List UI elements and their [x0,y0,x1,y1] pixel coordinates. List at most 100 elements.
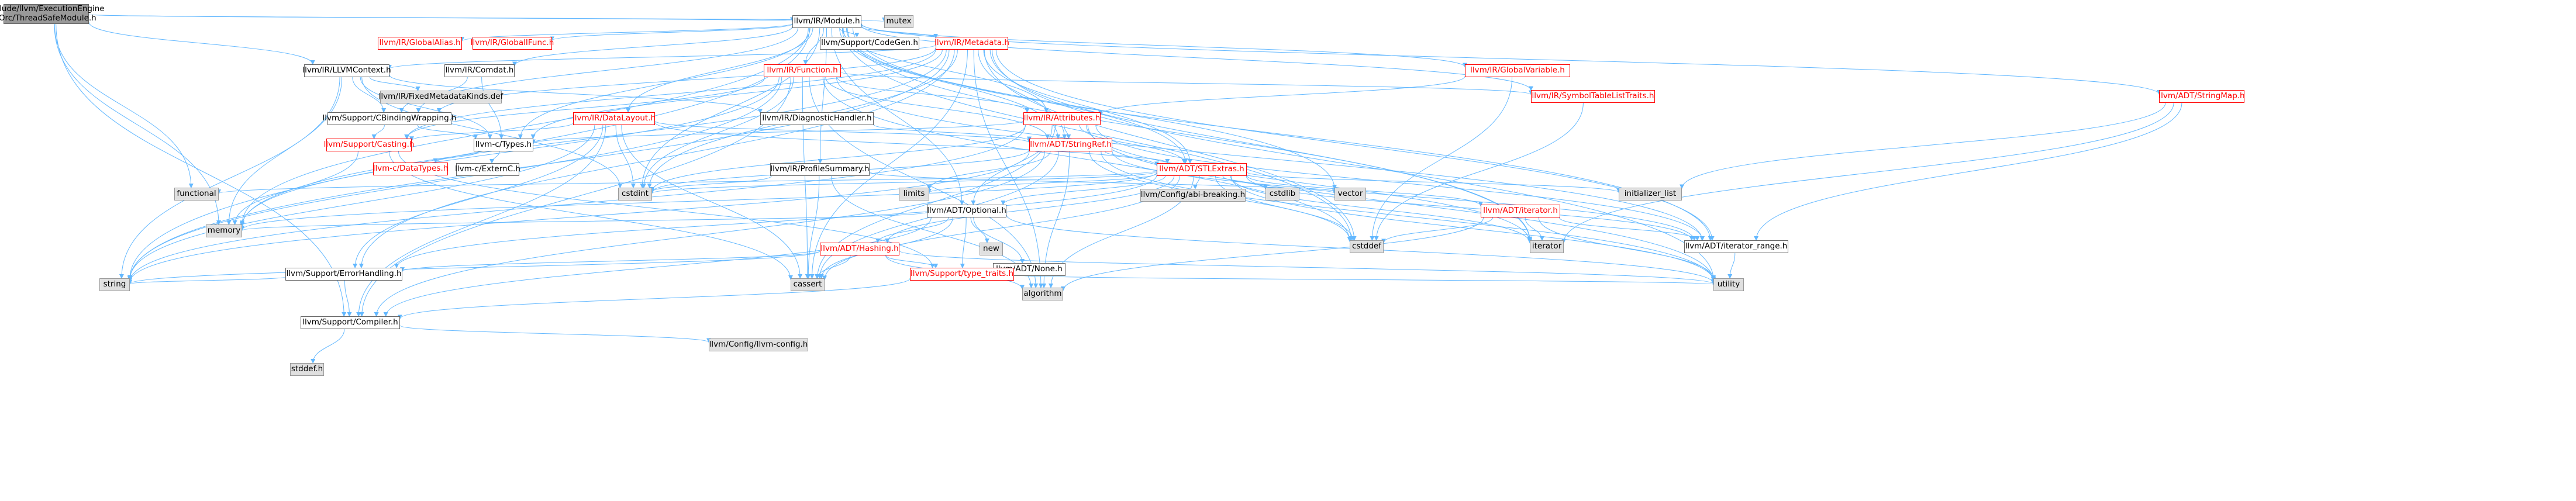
node-label: utility [1717,279,1740,289]
edge-llvmcontext-to-memory [226,77,343,225]
node-label: llvm/Config/llvm-config.h [709,340,808,350]
edge-root-to-compiler [56,23,347,317]
edge-attributes-to-stringref [1064,125,1071,139]
node-label: stddef.h [291,364,323,374]
node-optional[interactable]: llvm/ADT/Optional.h [927,205,1006,217]
edge-optional-to-hashing [875,217,949,243]
node-metadata[interactable]: llvm/IR/Metadata.h [934,37,1009,50]
node-stringref[interactable]: llvm/ADT/StringRef.h [1029,139,1112,151]
node-label: initializer_list [1624,189,1677,199]
edge-metadata-to-iterrange [995,49,1715,241]
node-hashing[interactable]: llvm/ADT/Hashing.h [820,243,899,255]
node-label: functional [177,189,216,199]
edge-stlextras-to-errorhandling [394,175,1157,268]
node-globalvariable[interactable]: llvm/IR/GlobalVariable.h [1465,64,1570,77]
node-label: llvm/Support/Casting.h [323,140,415,150]
edge-function-to-casting [404,77,765,139]
node-cbinding[interactable]: llvm/Support/CBindingWrapping.h [323,112,457,125]
edge-metadata-to-utility [992,49,1716,281]
node-label: llvm/IR/GlobalAlias.h [379,38,461,48]
edge-stlextras-to-functional [216,170,1157,195]
node-globalifunc[interactable]: llvm/IR/GlobalIFunc.h [471,37,554,50]
edge-module-to-profilesummary [818,27,827,164]
edge-function-to-string [127,77,782,281]
node-externc[interactable]: llvm-c/ExternC.h [455,163,520,176]
node-cstdlib: cstdlib [1265,188,1299,201]
edge-module-to-ctypes [518,27,811,139]
edge-iteratorh-to-iterator [1525,217,1544,241]
edge-function-to-cstddef [822,77,1352,242]
edge-function-to-cstdint [641,77,794,188]
edge-symboltable-to-cstddef [1374,102,1584,241]
edge-stlextras-to-initlist [1246,171,1621,193]
node-codegen[interactable]: llvm/Support/CodeGen.h [820,37,919,50]
edge-stringref-to-utility [1101,151,1716,282]
edge-datalayout-to-stringref [654,120,1032,143]
node-label: llvm/IR/DiagnosticHandler.h [762,113,872,123]
node-iteratorh[interactable]: llvm/ADT/iterator.h [1481,205,1560,217]
node-root[interactable]: include/llvm/ExecutionEngine /Orc/Thread… [0,4,105,24]
edge-function-to-memory [240,77,780,227]
edge-stringmap-to-iterator [1561,102,2174,244]
node-llvmcontext[interactable]: llvm/IR/LLVMContext.h [302,64,391,77]
node-errorhandling[interactable]: llvm/Support/ErrorHandling.h [285,268,402,281]
node-datatypes[interactable]: llvm-c/DataTypes.h [373,163,448,175]
node-profilesummary[interactable]: llvm/IR/ProfileSummary.h [770,163,870,176]
edge-module-to-globalifunc [550,23,793,42]
edge-stlextras-to-utility [1230,175,1716,282]
node-label: llvm/Support/type_traits.h [910,269,1014,279]
node-module[interactable]: llvm/IR/Module.h [792,15,861,28]
edge-stlextras-to-abibreaking [1192,175,1200,189]
edge-stringmap-to-iterrange [1754,102,2182,241]
node-label: llvm/IR/LLVMContext.h [302,65,391,75]
edge-stringref-to-compiler [374,151,1045,317]
edge-optional-to-memory [240,212,927,232]
node-attributes[interactable]: llvm/IR/Attributes.h [1023,112,1101,125]
edge-stlextras-to-optional [1001,175,1166,205]
edge-hashing-to-typetraits [885,255,939,268]
edge-globalvariable-to-attributes [1098,76,1465,116]
node-compiler[interactable]: llvm/Support/Compiler.h [301,316,400,329]
node-iterrange[interactable]: llvm/ADT/iterator_range.h [1684,240,1788,253]
edge-module-to-iterator [847,27,1532,242]
node-stlextras[interactable]: llvm/ADT/STLExtras.h [1157,163,1247,176]
edge-llvmcontext-to-diaghandler [389,75,763,114]
edge-stlextras-to-memory [240,172,1157,231]
edge-datalayout-to-string [127,125,595,281]
node-label: cstdlib [1269,189,1296,199]
node-symboltable[interactable]: llvm/IR/SymbolTableListTraits.h [1531,90,1655,103]
node-label: llvm/ADT/iterator_range.h [1685,241,1788,251]
node-cassert: cassert [791,278,825,291]
edge-attributes-to-ctypes [531,120,1024,144]
node-label: llvm/IR/Attributes.h [1023,113,1101,123]
edge-hashing-to-errorhandling [400,250,820,272]
edge-function-to-stringref [825,77,1050,139]
edge-module-to-cstdint [640,27,820,188]
node-memory: memory [206,224,242,237]
edge-stlextras-to-cstdlib [1222,175,1268,190]
node-ctypes[interactable]: llvm-c/Types.h [474,139,533,151]
node-label: llvm/IR/Metadata.h [934,38,1009,48]
node-label: llvm/IR/Module.h [794,16,860,26]
edge-llvmcontext-to-cstdint [361,77,623,188]
node-label: llvm/ADT/STLExtras.h [1159,164,1244,174]
node-comdat[interactable]: llvm/IR/Comdat.h [444,64,515,77]
edge-typetraits-to-utility [1013,274,1715,285]
node-label: llvm-c/ExternC.h [455,164,520,174]
node-casting[interactable]: llvm/Support/Casting.h [323,139,415,151]
edge-datalayout-to-cstdint [615,125,636,188]
edge-datalayout-to-casting [409,123,574,141]
node-function[interactable]: llvm/IR/Function.h [764,64,841,77]
node-datalayout[interactable]: llvm/IR/DataLayout.h [573,112,656,125]
edge-ctypes-to-datatypes [433,151,479,163]
node-diaghandler[interactable]: llvm/IR/DiagnosticHandler.h [760,112,874,125]
edge-iteratorh-to-iterrange [1559,217,1700,241]
edge-casting-to-memory [232,151,358,225]
edge-attributes-to-string [127,125,1026,283]
edge-module-to-optional [831,27,964,205]
node-stringmap[interactable]: llvm/ADT/StringMap.h [2158,90,2245,103]
edge-module-to-comdat [512,26,793,67]
node-typetraits[interactable]: llvm/Support/type_traits.h [910,268,1014,281]
node-globalalias[interactable]: llvm/IR/GlobalAlias.h [378,37,462,50]
